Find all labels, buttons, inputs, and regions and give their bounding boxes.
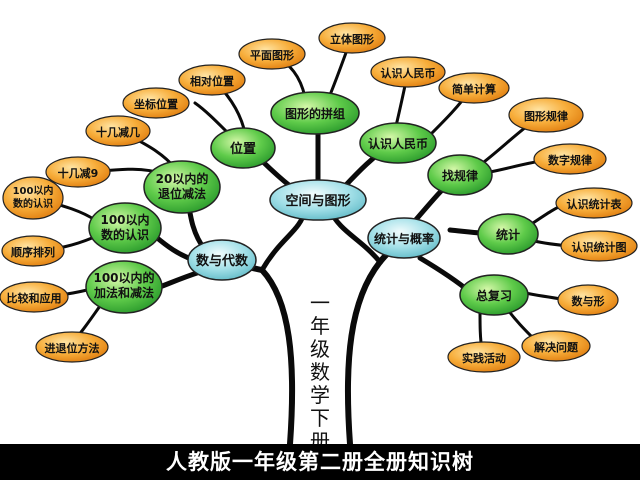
node-stat-probability: 统计与概率: [367, 217, 441, 259]
svg-text:认识人民币: 认识人民币: [368, 136, 428, 151]
svg-text:相对位置: 相对位置: [190, 74, 234, 88]
node-pattern-assembly: 图形的拼组: [270, 91, 360, 135]
svg-text:数与代数: 数与代数: [196, 253, 249, 269]
leaf-compare-apply: 比较和应用: [0, 281, 69, 313]
svg-text:图形的拼组: 图形的拼组: [285, 106, 345, 121]
svg-text:统计: 统计: [496, 227, 520, 242]
leaf-recognize-100: 100以内 数的认识: [2, 176, 64, 220]
svg-text:总复习: 总复习: [476, 288, 512, 303]
svg-text:退位减法: 退位减法: [158, 186, 206, 201]
trunk-char: 学: [310, 383, 330, 407]
leaf-solve: 解决问题: [521, 330, 591, 362]
svg-text:找规律: 找规律: [442, 168, 478, 183]
leaf-teen-minus-few: 十几减几: [85, 115, 151, 147]
svg-text:顺序排列: 顺序排列: [11, 245, 55, 259]
svg-text:数与形: 数与形: [572, 294, 605, 308]
svg-text:认识统计表: 认识统计表: [567, 197, 623, 211]
svg-text:实践活动: 实践活动: [462, 351, 506, 365]
svg-text:统计与概率: 统计与概率: [374, 231, 434, 246]
leaf-sequence: 顺序排列: [1, 235, 65, 267]
node-statistics: 统计: [477, 213, 539, 255]
svg-text:位置: 位置: [230, 141, 256, 157]
leaf-relative: 相对位置: [178, 64, 246, 96]
leaf-rmb: 认识人民币: [370, 56, 446, 88]
svg-text:进退位方法: 进退位方法: [45, 341, 100, 355]
node-rmb: 认识人民币: [359, 122, 437, 164]
svg-text:坐标位置: 坐标位置: [134, 97, 178, 111]
node-number-algebra: 数与代数: [187, 239, 257, 281]
node-within100-recognize: 100以内 数的认识: [88, 202, 162, 254]
svg-text:立体图形: 立体图形: [330, 32, 374, 46]
leaf-coordinate: 坐标位置: [122, 87, 190, 119]
svg-text:十几减几: 十几减几: [96, 125, 140, 139]
leaf-shape-rule: 图形规律: [508, 97, 584, 133]
svg-text:空间与图形: 空间与图形: [285, 193, 350, 209]
svg-text:100以内: 100以内: [100, 212, 149, 227]
node-position: 位置: [210, 127, 276, 169]
trunk-char: 年: [310, 314, 330, 338]
leaf-number-shape: 数与形: [557, 284, 619, 316]
svg-text:加法和减法: 加法和减法: [93, 285, 154, 300]
node-within100-addsub: 100以内的 加法和减法: [85, 260, 163, 314]
svg-text:数字规律: 数字规律: [548, 153, 592, 167]
leaf-stat-table: 认识统计表: [555, 187, 633, 219]
node-find-rules: 找规律: [427, 154, 493, 196]
svg-text:认识人民币: 认识人民币: [381, 66, 436, 80]
trunk-char: 册: [310, 429, 330, 444]
svg-text:20以内的: 20以内的: [156, 171, 209, 186]
leaf-simple-calc: 简单计算: [438, 72, 510, 104]
trunk-char: 数: [310, 360, 330, 384]
svg-text:平面图形: 平面图形: [250, 49, 294, 62]
svg-text:图形规律: 图形规律: [524, 109, 568, 123]
svg-text:比较和应用: 比较和应用: [7, 291, 62, 305]
caption-banner: 人教版一年级第二册全册知识树: [0, 444, 640, 480]
svg-text:简单计算: 简单计算: [452, 82, 496, 96]
trunk-label: 一 年 级 数 学 下 册: [297, 280, 343, 444]
node-within20-sub: 20以内的 退位减法: [143, 160, 221, 214]
node-space-shape: 空间与图形: [269, 179, 367, 221]
leaf-number-rule: 数字规律: [533, 143, 607, 175]
leaf-stat-chart: 认识统计图: [560, 230, 638, 262]
svg-text:认识统计图: 认识统计图: [572, 240, 627, 254]
svg-text:十几减9: 十几减9: [58, 166, 99, 180]
node-review: 总复习: [459, 274, 529, 316]
leaf-solid: 立体图形: [318, 22, 386, 54]
trunk-char: 一: [310, 291, 330, 315]
leaf-plane: 平面图形: [238, 38, 306, 70]
trunk-outline: [259, 259, 383, 444]
svg-text:解决问题: 解决问题: [534, 340, 579, 354]
leaf-practice: 实践活动: [447, 341, 521, 373]
trunk-char: 级: [310, 337, 330, 361]
leaf-teen-minus-9: 十几减9: [45, 156, 111, 188]
svg-text:数的认识: 数的认识: [13, 197, 53, 210]
trunk-char: 下: [310, 406, 330, 430]
svg-text:数的认识: 数的认识: [101, 227, 149, 242]
tree-canvas: 一 年 级 数 学 下 册 数与代数 空间与图形 统计与概率 20以内的 退位减…: [0, 22, 638, 444]
svg-text:100以内: 100以内: [13, 184, 54, 197]
svg-text:100以内的: 100以内的: [93, 270, 154, 285]
leaf-carry-borrow: 进退位方法: [35, 331, 109, 363]
